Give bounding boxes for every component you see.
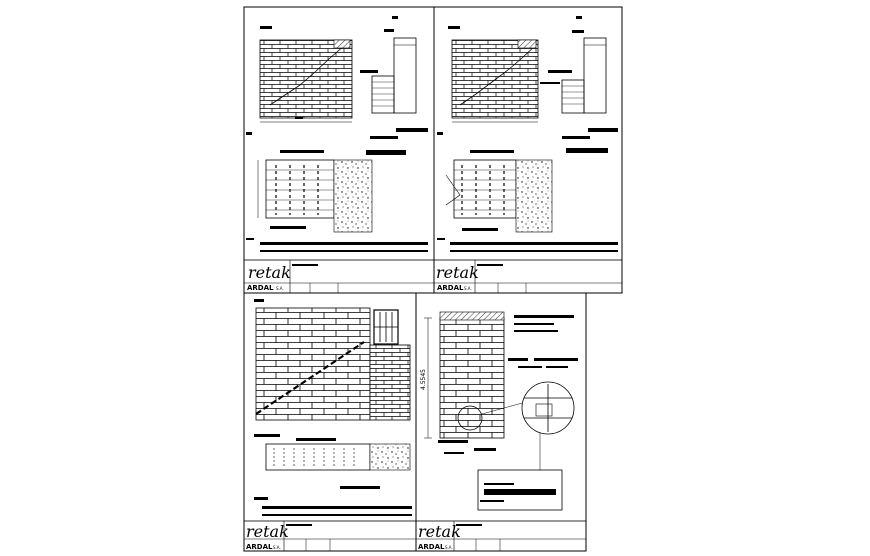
sheet-2-brand: ARDAL (437, 284, 464, 292)
sheet-1-brand: ARDAL (247, 284, 274, 292)
stepped-footing-line (255, 341, 365, 415)
sheet-4-height-label: 4.5545 (420, 369, 427, 390)
detail-box (477, 469, 563, 511)
sheet-4-wall-elevation (439, 317, 505, 439)
sheet-3-brand: ARDAL (246, 543, 273, 551)
sheet-4-brand-suffix: S.A. (445, 545, 453, 550)
detail-bar (484, 489, 556, 495)
sheet-4-logo: retak (418, 522, 461, 541)
sheet-1-wall-elevation (259, 39, 353, 119)
sheet-1: retak ARDAL S.A. (243, 6, 435, 294)
sheet-2-wall-elevation (451, 39, 539, 119)
sheet-2: retak ARDAL S.A. (433, 6, 623, 294)
detail-callout-circle (457, 405, 483, 431)
sheet-3-brand-suffix: S.A. (273, 545, 281, 550)
sheet-2-brand-suffix: S.A. (464, 286, 472, 291)
sheet-4: 4.5545 retak ARDAL S.A. (415, 292, 587, 552)
sheet-2-logo: retak (436, 263, 479, 282)
sheet-3-logo: retak (246, 522, 289, 541)
sheet-4-title-block (415, 520, 587, 552)
sheet-1-logo: retak (248, 263, 291, 282)
sheet-1-brand-suffix: S.A. (276, 286, 284, 291)
sheet-4-brand: ARDAL (418, 543, 445, 551)
sheet-3: retak ARDAL S.A. (243, 292, 417, 552)
